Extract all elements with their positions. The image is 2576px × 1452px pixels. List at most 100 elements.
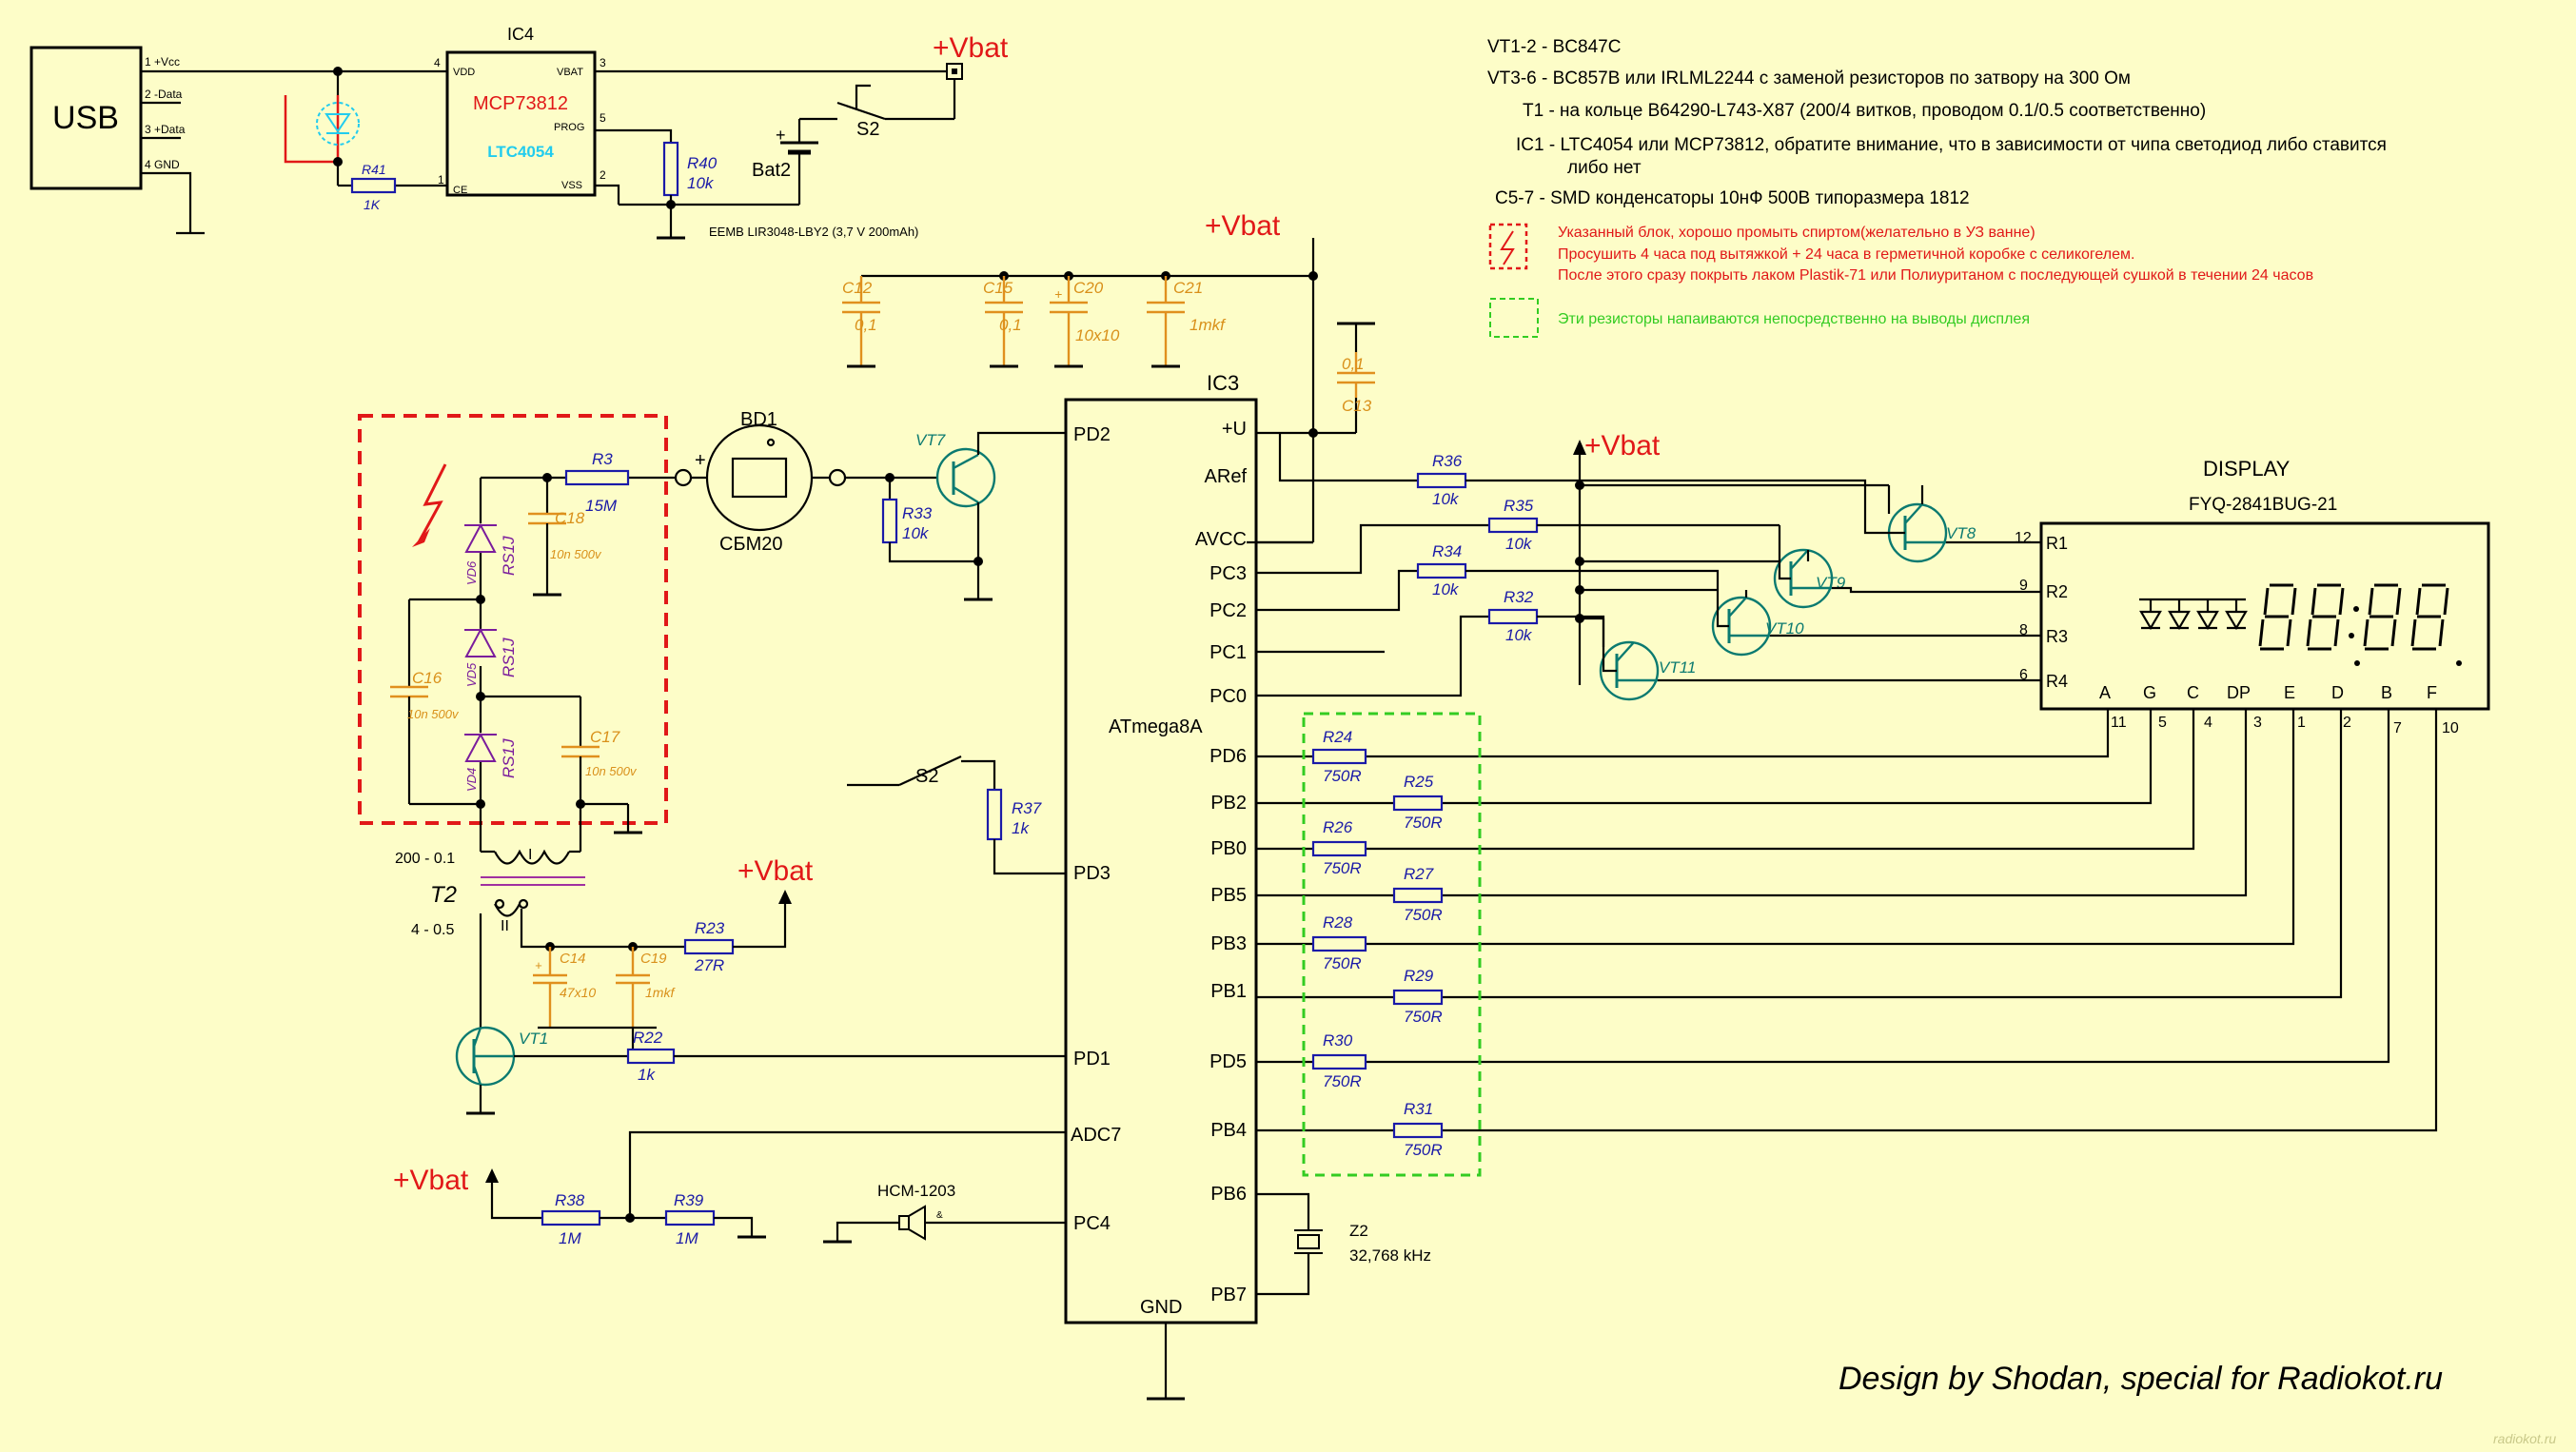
svg-text:+Vbat: +Vbat [737, 855, 814, 887]
svg-text:1: 1 [2297, 715, 2306, 731]
svg-text:+: + [535, 958, 542, 972]
battery-circuit: +Vbat S2 + Bat2 EEMB LIR3048-LBY2 (3,7 V… [595, 32, 1009, 240]
svg-text:либо нет: либо нет [1567, 158, 1642, 178]
svg-text:1M: 1M [676, 1229, 698, 1247]
svg-text:0,1: 0,1 [999, 316, 1022, 334]
svg-text:10k: 10k [1432, 580, 1460, 598]
svg-text:6: 6 [2019, 667, 2028, 683]
svg-text:Z2: Z2 [1349, 1222, 1368, 1240]
display-leds-icon [2139, 598, 2248, 631]
svg-text:R32: R32 [1504, 588, 1534, 606]
svg-text:750R: 750R [1323, 767, 1362, 785]
svg-text:MCP73812: MCP73812 [473, 93, 568, 114]
svg-text:PD2: PD2 [1073, 424, 1111, 445]
svg-text:GND: GND [1140, 1297, 1182, 1318]
svg-text:C5-7 - SMD конденсаторы 10нФ 5: C5-7 - SMD конденсаторы 10нФ 500В типора… [1495, 188, 1970, 208]
svg-text:R24: R24 [1323, 728, 1352, 746]
capacitor-c19: C19 1mkf [616, 947, 676, 1028]
svg-text:750R: 750R [1404, 1008, 1443, 1026]
svg-text:+Vbat: +Vbat [1205, 210, 1281, 242]
svg-text:R22: R22 [633, 1029, 663, 1047]
row-driver-lines [1465, 479, 2041, 682]
resistor-r25: R25 750R [1392, 773, 1444, 832]
svg-text:4 GND: 4 GND [145, 158, 180, 171]
green-note: Эти резисторы напаиваются непосредственн… [1489, 298, 2030, 338]
svg-text:VD5: VD5 [464, 662, 479, 687]
svg-text:+: + [1054, 286, 1062, 302]
svg-text:VT11: VT11 [1659, 658, 1696, 677]
warning-note: Указанный блок, хорошо промыть спиртом(ж… [1488, 223, 2313, 284]
resistor-r41: R41 1K [350, 162, 397, 212]
high-voltage-icon [412, 463, 447, 547]
svg-text:PC1: PC1 [1209, 642, 1247, 663]
svg-text:10k: 10k [1505, 535, 1533, 553]
svg-text:C12: C12 [842, 279, 873, 297]
transistor-vt7: VT7 R33 10k [881, 431, 1066, 601]
svg-text:3: 3 [2253, 715, 2262, 731]
svg-text:750R: 750R [1323, 954, 1362, 972]
svg-text:VBAT: VBAT [557, 67, 583, 78]
resistor-r36: R36 10k [1278, 433, 1467, 508]
svg-text:C13: C13 [1342, 397, 1372, 415]
svg-text:VT10: VT10 [1765, 619, 1804, 638]
svg-text:+Vbat: +Vbat [1584, 430, 1661, 461]
svg-text:10k: 10k [1432, 490, 1460, 508]
resistor-r26: R26 750R [1311, 818, 1367, 877]
resistor-r22: R22 1k [626, 1029, 1066, 1084]
resistor-r31: R31 750R [1392, 1100, 1444, 1159]
svg-text:0,1: 0,1 [855, 316, 877, 334]
svg-text:11: 11 [2111, 715, 2127, 731]
svg-text:+Vbat: +Vbat [933, 32, 1009, 64]
svg-text:+: + [695, 450, 706, 471]
svg-text:R30: R30 [1323, 1031, 1353, 1050]
svg-text:R27: R27 [1404, 865, 1434, 883]
resistor-r34: R34 10k [1256, 542, 1467, 612]
svg-text:IC1 - LTC4054 или MCP73812, об: IC1 - LTC4054 или MCP73812, обратите вни… [1516, 135, 2387, 155]
hv-multiplier: C18 10n 500v C16 10n 500v C17 10n 500v [390, 473, 676, 852]
svg-text:R38: R38 [555, 1191, 585, 1209]
svg-text:S2: S2 [856, 119, 879, 140]
svg-text:PD1: PD1 [1073, 1049, 1111, 1069]
svg-text:PC2: PC2 [1209, 600, 1247, 621]
transformer-t2: I II 200 - 0.1 T2 4 - 0.5 [395, 804, 685, 1028]
svg-text:VDD: VDD [453, 67, 475, 78]
svg-text:T1 - на кольце B64290-L743-X87: T1 - на кольце B64290-L743-X87 (200/4 ви… [1523, 101, 2206, 121]
svg-text:+U: +U [1222, 419, 1247, 440]
svg-text:27R: 27R [694, 956, 724, 974]
svg-text:USB: USB [52, 100, 119, 136]
svg-text:PD6: PD6 [1209, 746, 1247, 767]
capacitor-c20: + C20 10x10 [1050, 276, 1120, 368]
svg-text:PB6: PB6 [1210, 1184, 1247, 1205]
transistor-vt10: VT10 [1711, 596, 1804, 657]
svg-text:+: + [776, 126, 786, 145]
svg-text:A: A [2099, 683, 2111, 702]
svg-text:Указанный блок, хорошо промыть: Указанный блок, хорошо промыть спиртом(ж… [1558, 225, 2035, 241]
svg-text:2: 2 [2343, 715, 2351, 731]
svg-text:D: D [2331, 683, 2344, 702]
svg-text:RS1J: RS1J [500, 638, 518, 677]
svg-text:PB7: PB7 [1210, 1285, 1247, 1305]
svg-text:R25: R25 [1404, 773, 1434, 791]
svg-text:DISPLAY: DISPLAY [2203, 457, 2291, 481]
svg-text:8: 8 [2019, 622, 2028, 638]
svg-text:1k: 1k [1012, 819, 1030, 837]
svg-text:10n 500v: 10n 500v [550, 547, 602, 561]
svg-text:R3: R3 [2046, 627, 2068, 646]
svg-text:5: 5 [2158, 715, 2167, 731]
svg-text:FYQ-2841BUG-21: FYQ-2841BUG-21 [2189, 495, 2337, 515]
svg-text:750R: 750R [1404, 1141, 1443, 1159]
svg-text:S2: S2 [915, 766, 938, 787]
svg-text:PROG: PROG [554, 122, 584, 133]
buzzer: HCM-1203 & [823, 1182, 1066, 1244]
charge-led [284, 67, 447, 187]
crystal-z2: Z2 32,768 kHz [1256, 1192, 1431, 1296]
capacitor-c21: C21 1mkf [1147, 276, 1227, 368]
svg-text:R28: R28 [1323, 913, 1353, 932]
svg-text:200 - 0.1: 200 - 0.1 [395, 851, 455, 867]
svg-text:IC3: IC3 [1207, 371, 1239, 395]
svg-text:R39: R39 [674, 1191, 704, 1209]
svg-text:750R: 750R [1404, 906, 1443, 924]
svg-text:12: 12 [2015, 530, 2032, 546]
svg-text:R4: R4 [2046, 672, 2068, 691]
